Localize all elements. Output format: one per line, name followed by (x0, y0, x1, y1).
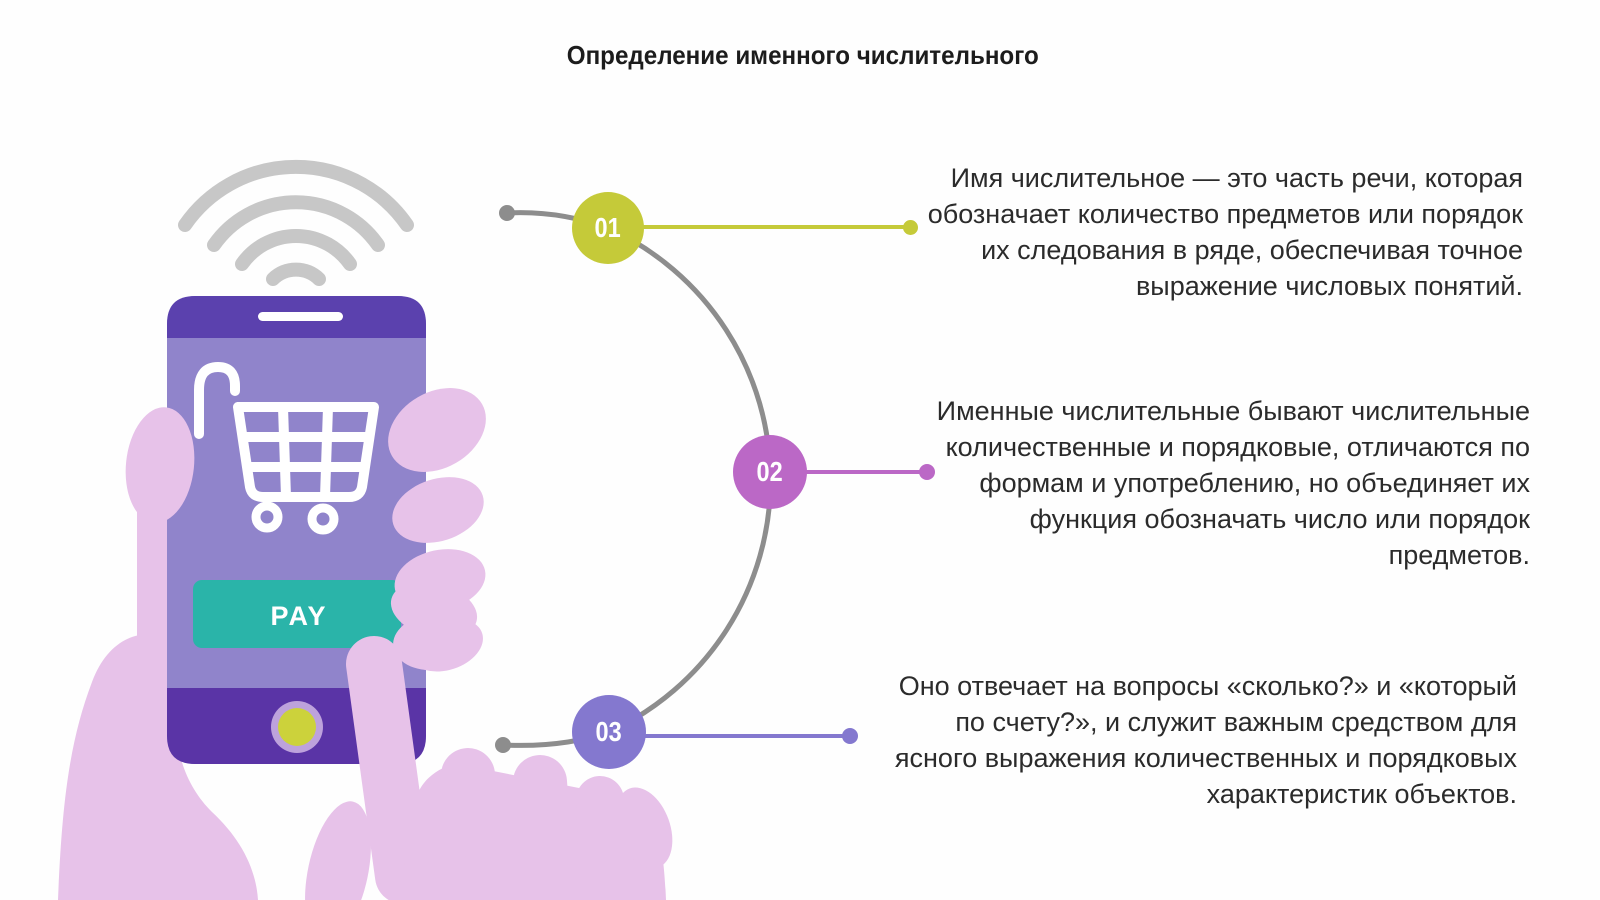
cart-basket (233, 402, 379, 502)
step-1-badge: 01 (572, 192, 644, 264)
step-1-connector (608, 225, 911, 229)
hand-knuckle-edge (615, 787, 673, 869)
index-finger (346, 636, 431, 900)
left-arm (58, 634, 258, 900)
shopping-cart-icon (194, 362, 379, 535)
page-title-text: Определение именного числительного (567, 40, 1039, 70)
step-3-number: 03 (595, 716, 623, 747)
step-1-text: Имя числительное — это часть речи, котор… (927, 163, 1523, 301)
step-1-number: 01 (594, 212, 622, 243)
pay-button[interactable]: PAY (193, 580, 401, 648)
step-3-end-dot (842, 728, 858, 744)
pay-button-label: PAY (270, 601, 327, 631)
arc-start-dot (499, 205, 515, 221)
step-3-text: Оно отвечает на вопросы «сколько?» и «ко… (894, 671, 1517, 809)
left-fingertip (305, 801, 371, 900)
folded-finger-2 (513, 755, 571, 863)
step-2-end-dot (919, 464, 935, 480)
left-thumb (125, 407, 195, 523)
step-2-text: Именные числительные бывают числительные… (936, 396, 1530, 570)
step-2-connector (770, 470, 928, 474)
step-3-badge: 03 (572, 695, 646, 769)
home-button[interactable] (271, 701, 323, 753)
folded-finger-1 (441, 748, 499, 857)
step-2-badge: 02 (733, 435, 807, 509)
cart-wheel-left (251, 501, 283, 533)
wifi-icon (178, 159, 414, 286)
step-1-end-dot (903, 220, 918, 235)
folded-finger-3 (576, 776, 626, 872)
cart-wheel-right (307, 503, 339, 535)
step-3-connector (609, 734, 851, 738)
cart-handle (194, 362, 240, 439)
speaker-slot (258, 312, 343, 321)
step-2-number: 02 (756, 456, 784, 487)
pointing-hand (346, 581, 673, 900)
timeline-arc (495, 205, 774, 753)
arc-end-dot (495, 737, 511, 753)
page-title: Определение именного числительного (503, 40, 1103, 71)
